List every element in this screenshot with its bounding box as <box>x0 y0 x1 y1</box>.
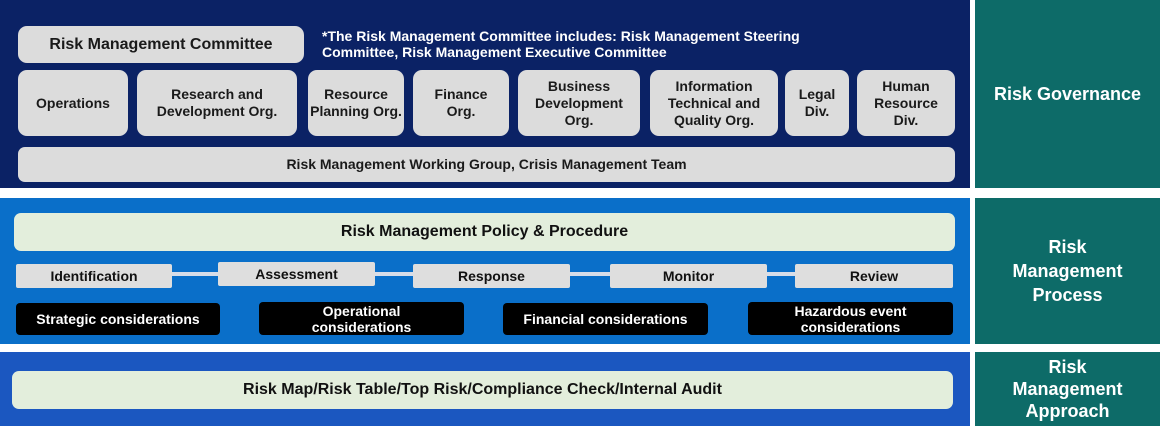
consideration-hazardous-event: Hazardous event considerations <box>748 302 953 335</box>
working-group-bar: Risk Management Working Group, Crisis Ma… <box>18 147 955 182</box>
consideration-financial: Financial considerations <box>503 303 708 335</box>
risk-governance-label: Risk Governance <box>975 0 1160 188</box>
committee-note: *The Risk Management Committee includes:… <box>322 28 800 60</box>
org-box-business-development: Business Development Org. <box>518 70 640 136</box>
risk-management-committee-box: Risk Management Committee <box>18 26 304 63</box>
org-box-legal: Legal Div. <box>785 70 849 136</box>
step-response: Response <box>413 264 570 288</box>
org-box-information-technical-quality: Information Technical and Quality Org. <box>650 70 778 136</box>
org-box-finance: Finance Org. <box>413 70 509 136</box>
org-box-human-resource: Human Resource Div. <box>857 70 955 136</box>
consideration-strategic: Strategic considerations <box>16 303 220 335</box>
approach-tools-bar: Risk Map/Risk Table/Top Risk/Compliance … <box>12 371 953 409</box>
step-review: Review <box>795 264 953 288</box>
risk-process-label: Risk Management Process <box>975 198 1160 344</box>
step-identification: Identification <box>16 264 172 288</box>
org-box-resource-planning: Resource Planning Org. <box>308 70 404 136</box>
risk-approach-label: Risk Management Approach <box>975 352 1160 426</box>
org-box-operations: Operations <box>18 70 128 136</box>
consideration-operational: Operational considerations <box>259 302 464 335</box>
org-box-research-development: Research and Development Org. <box>137 70 297 136</box>
step-monitor: Monitor <box>610 264 767 288</box>
policy-procedure-bar: Risk Management Policy & Procedure <box>14 213 955 251</box>
step-assessment: Assessment <box>218 262 375 286</box>
